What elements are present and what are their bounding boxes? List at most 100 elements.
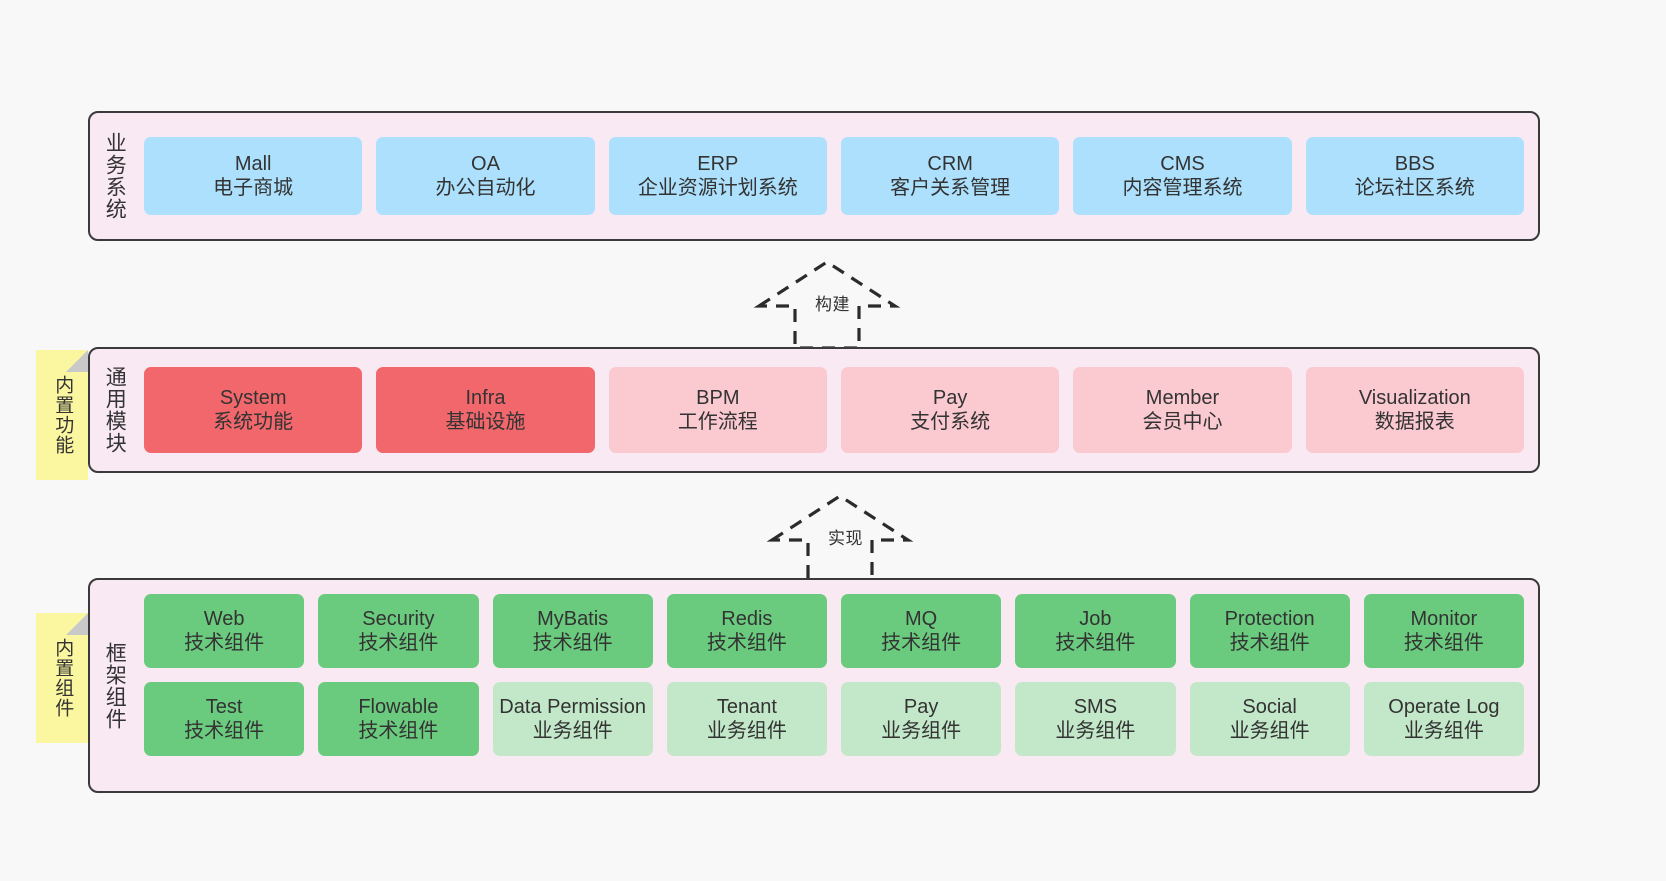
node-tenant[interactable]: Tenant 业务组件	[666, 682, 827, 756]
node-operate-log-en: Operate Log	[1388, 695, 1500, 718]
node-system[interactable]: System 系统功能	[144, 367, 363, 453]
node-member-en: Member	[1145, 386, 1220, 409]
node-job[interactable]: Job 技术组件	[1015, 594, 1176, 668]
node-pay-module[interactable]: Pay 支付系统	[840, 367, 1060, 453]
node-erp-en: ERP	[697, 152, 739, 175]
node-oa[interactable]: OA 办公自动化	[376, 137, 595, 215]
node-mq[interactable]: MQ 技术组件	[841, 594, 1002, 668]
node-web-en: Web	[203, 607, 245, 630]
sticky-note-builtin-features: 内置功能	[36, 350, 88, 480]
node-infra-en: Infra	[465, 386, 506, 409]
node-sms[interactable]: SMS 业务组件	[1015, 682, 1176, 756]
node-crm[interactable]: CRM 客户关系管理	[840, 137, 1060, 215]
node-bbs-cn: 论坛社区系统	[1354, 177, 1475, 199]
node-mq-en: MQ	[905, 607, 938, 630]
connector-implement-label: 实现	[828, 529, 863, 548]
node-sms-cn: 业务组件	[1055, 720, 1136, 742]
connector-build-arrow-icon	[753, 260, 901, 350]
framework-row-1: Web 技术组件 Security 技术组件 MyBatis 技术组件 Redi…	[144, 594, 1524, 668]
node-mybatis[interactable]: MyBatis 技术组件	[492, 594, 653, 668]
node-test[interactable]: Test 技术组件	[144, 682, 305, 756]
node-mq-cn: 技术组件	[881, 632, 962, 654]
node-monitor-cn: 技术组件	[1403, 632, 1484, 654]
layer-body-business: Mall 电子商城 OA 办公自动化 ERP 企业资源计划系统 CRM 客户关系…	[138, 113, 1538, 239]
node-mybatis-cn: 技术组件	[532, 632, 613, 654]
node-member[interactable]: Member 会员中心	[1073, 367, 1292, 453]
node-monitor[interactable]: Monitor 技术组件	[1363, 594, 1524, 668]
node-infra-cn: 基础设施	[445, 411, 526, 433]
node-oa-en: OA	[471, 152, 500, 175]
node-sms-en: SMS	[1073, 695, 1118, 718]
node-bpm-cn: 工作流程	[677, 411, 758, 433]
node-crm-cn: 客户关系管理	[890, 177, 1011, 199]
node-erp-cn: 企业资源计划系统	[637, 177, 798, 199]
node-cms[interactable]: CMS 内容管理系统	[1073, 137, 1292, 215]
node-bpm[interactable]: BPM 工作流程	[608, 367, 827, 453]
node-member-cn: 会员中心	[1142, 411, 1223, 433]
node-infra[interactable]: Infra 基础设施	[376, 367, 595, 453]
node-pay-module-en: Pay	[932, 386, 968, 409]
node-pay-module-cn: 支付系统	[910, 411, 991, 433]
node-cms-en: CMS	[1160, 152, 1205, 175]
node-redis-cn: 技术组件	[706, 632, 787, 654]
node-web-cn: 技术组件	[184, 632, 265, 654]
layer-body-common: System 系统功能 Infra 基础设施 BPM 工作流程 Pay 支付系统…	[138, 349, 1538, 471]
framework-row-2: Test 技术组件 Flowable 技术组件 Data Permission …	[144, 682, 1524, 756]
node-bbs-en: BBS	[1394, 152, 1435, 175]
node-mybatis-en: MyBatis	[537, 607, 609, 630]
layer-body-framework: Web 技术组件 Security 技术组件 MyBatis 技术组件 Redi…	[138, 580, 1538, 791]
node-web[interactable]: Web 技术组件	[144, 594, 305, 668]
node-test-cn: 技术组件	[184, 720, 265, 742]
node-tenant-cn: 业务组件	[706, 720, 787, 742]
node-system-cn: 系统功能	[213, 411, 294, 433]
node-social[interactable]: Social 业务组件	[1189, 682, 1350, 756]
layer-title-framework: 框架组件	[103, 641, 127, 730]
node-security-cn: 技术组件	[358, 632, 439, 654]
node-mall[interactable]: Mall 电子商城	[144, 137, 363, 215]
node-data-permission-en: Data Permission	[499, 695, 646, 718]
node-test-en: Test	[205, 695, 243, 718]
node-tenant-en: Tenant	[716, 695, 777, 718]
node-data-permission[interactable]: Data Permission 业务组件	[492, 682, 653, 756]
node-protection-cn: 技术组件	[1229, 632, 1310, 654]
layer-title-business: 业务系统	[103, 132, 127, 220]
node-monitor-en: Monitor	[1410, 607, 1478, 630]
node-security-en: Security	[362, 607, 435, 630]
node-oa-cn: 办公自动化	[435, 177, 536, 199]
node-redis[interactable]: Redis 技术组件	[666, 594, 827, 668]
layer-title-common: 通用模块	[103, 366, 127, 454]
connector-build-label: 构建	[815, 295, 850, 314]
connector-implement-arrow-icon	[766, 494, 914, 584]
node-flowable[interactable]: Flowable 技术组件	[318, 682, 479, 756]
node-pay-component[interactable]: Pay 业务组件	[841, 682, 1002, 756]
node-security[interactable]: Security 技术组件	[318, 594, 479, 668]
layer-common-modules: 通用模块 System 系统功能 Infra 基础设施 BPM 工作流程 Pay…	[88, 347, 1540, 473]
node-cms-cn: 内容管理系统	[1122, 177, 1243, 199]
node-visualization-cn: 数据报表	[1374, 411, 1455, 433]
node-data-permission-cn: 业务组件	[532, 720, 613, 742]
node-mall-cn: 电子商城	[213, 177, 294, 199]
node-visualization[interactable]: Visualization 数据报表	[1305, 367, 1524, 453]
node-visualization-en: Visualization	[1358, 386, 1471, 409]
node-pay-component-cn: 业务组件	[881, 720, 962, 742]
node-mall-en: Mall	[234, 152, 272, 175]
node-bpm-en: BPM	[696, 386, 740, 409]
node-job-en: Job	[1079, 607, 1112, 630]
sticky-note-builtin-features-label: 内置功能	[52, 375, 74, 455]
node-operate-log[interactable]: Operate Log 业务组件	[1363, 682, 1524, 756]
node-system-en: System	[219, 386, 287, 409]
sticky-note-builtin-components: 内置组件	[36, 613, 88, 743]
node-flowable-en: Flowable	[358, 695, 439, 718]
node-protection-en: Protection	[1224, 607, 1315, 630]
node-flowable-cn: 技术组件	[358, 720, 439, 742]
node-crm-en: CRM	[927, 152, 973, 175]
node-redis-en: Redis	[721, 607, 773, 630]
node-job-cn: 技术组件	[1055, 632, 1136, 654]
node-operate-log-cn: 业务组件	[1403, 720, 1484, 742]
node-bbs[interactable]: BBS 论坛社区系统	[1305, 137, 1524, 215]
node-pay-component-en: Pay	[903, 695, 939, 718]
node-protection[interactable]: Protection 技术组件	[1189, 594, 1350, 668]
node-social-en: Social	[1242, 695, 1297, 718]
node-erp[interactable]: ERP 企业资源计划系统	[608, 137, 827, 215]
